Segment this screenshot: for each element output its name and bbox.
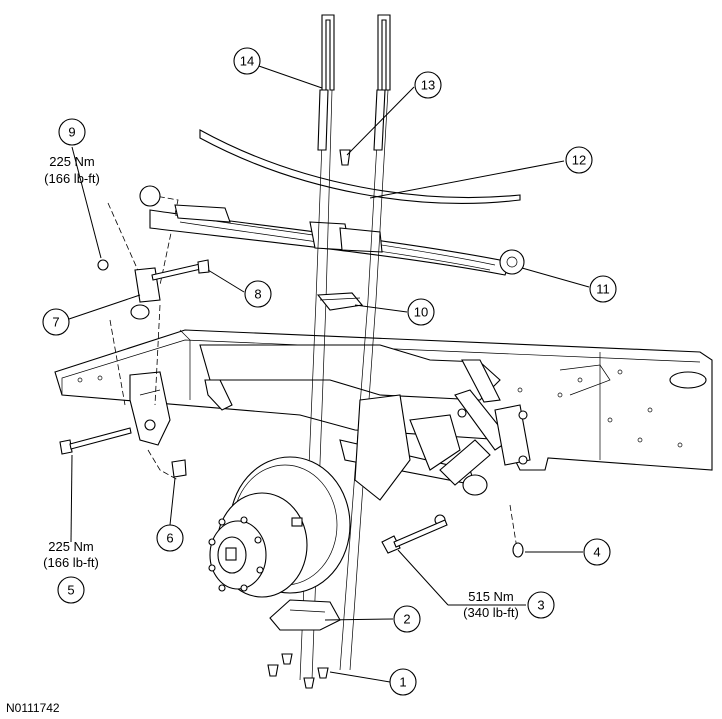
spring-plate (267, 599, 341, 689)
callout-11: 11 (589, 275, 617, 303)
axle-assembly (339, 389, 531, 526)
svg-text:4: 4 (593, 545, 600, 560)
wheel-hub (208, 456, 351, 598)
torque-nm-label: 225 Nm (49, 154, 95, 169)
svg-text:6: 6 (166, 531, 173, 546)
torque-lbft-label: (340 lb-ft) (463, 605, 519, 620)
callout-12: 12 (565, 146, 593, 174)
u-bolts (299, 14, 391, 681)
spacer-block (316, 292, 364, 311)
leader-lines (68, 64, 590, 683)
callout-13: 13 (414, 71, 442, 99)
svg-text:11: 11 (596, 282, 610, 297)
figure-id: N0111742 (6, 701, 60, 715)
svg-text:8: 8 (254, 287, 261, 302)
torque-nm-label: 225 Nm (48, 539, 94, 554)
svg-text:10: 10 (414, 305, 428, 320)
callout-4: 4 (583, 538, 611, 566)
torque-lbft-label: (166 lb-ft) (43, 555, 99, 570)
callout-10: 10 (407, 298, 435, 326)
spring-hanger (129, 371, 233, 446)
svg-text:12: 12 (572, 153, 586, 168)
callout-5: 5 225 Nm (166 lb-ft) (43, 539, 99, 604)
callout-3: 3 515 Nm (340 lb-ft) (463, 589, 555, 620)
svg-text:5: 5 (67, 583, 74, 598)
leaf-spring (139, 185, 525, 276)
callout-1: 1 (389, 668, 417, 696)
torque-lbft-label: (166 lb-ft) (44, 171, 100, 186)
svg-text:13: 13 (421, 78, 435, 93)
svg-text:1: 1 (399, 675, 406, 690)
overload-spring (199, 129, 521, 204)
svg-text:7: 7 (52, 315, 59, 330)
callout-14: 14 (233, 47, 261, 75)
callout-2: 2 (393, 605, 421, 633)
bolts (59, 149, 524, 558)
torque-nm-label: 515 Nm (468, 589, 514, 604)
svg-text:9: 9 (68, 125, 75, 140)
callout-8: 8 (244, 280, 272, 308)
callout-9: 9 225 Nm (166 lb-ft) (44, 118, 100, 186)
alignment-lines (107, 194, 519, 556)
svg-text:2: 2 (403, 612, 410, 627)
callout-6: 6 (156, 524, 184, 552)
svg-text:14: 14 (240, 54, 254, 69)
callout-7: 7 (42, 308, 70, 336)
svg-text:3: 3 (537, 598, 544, 613)
